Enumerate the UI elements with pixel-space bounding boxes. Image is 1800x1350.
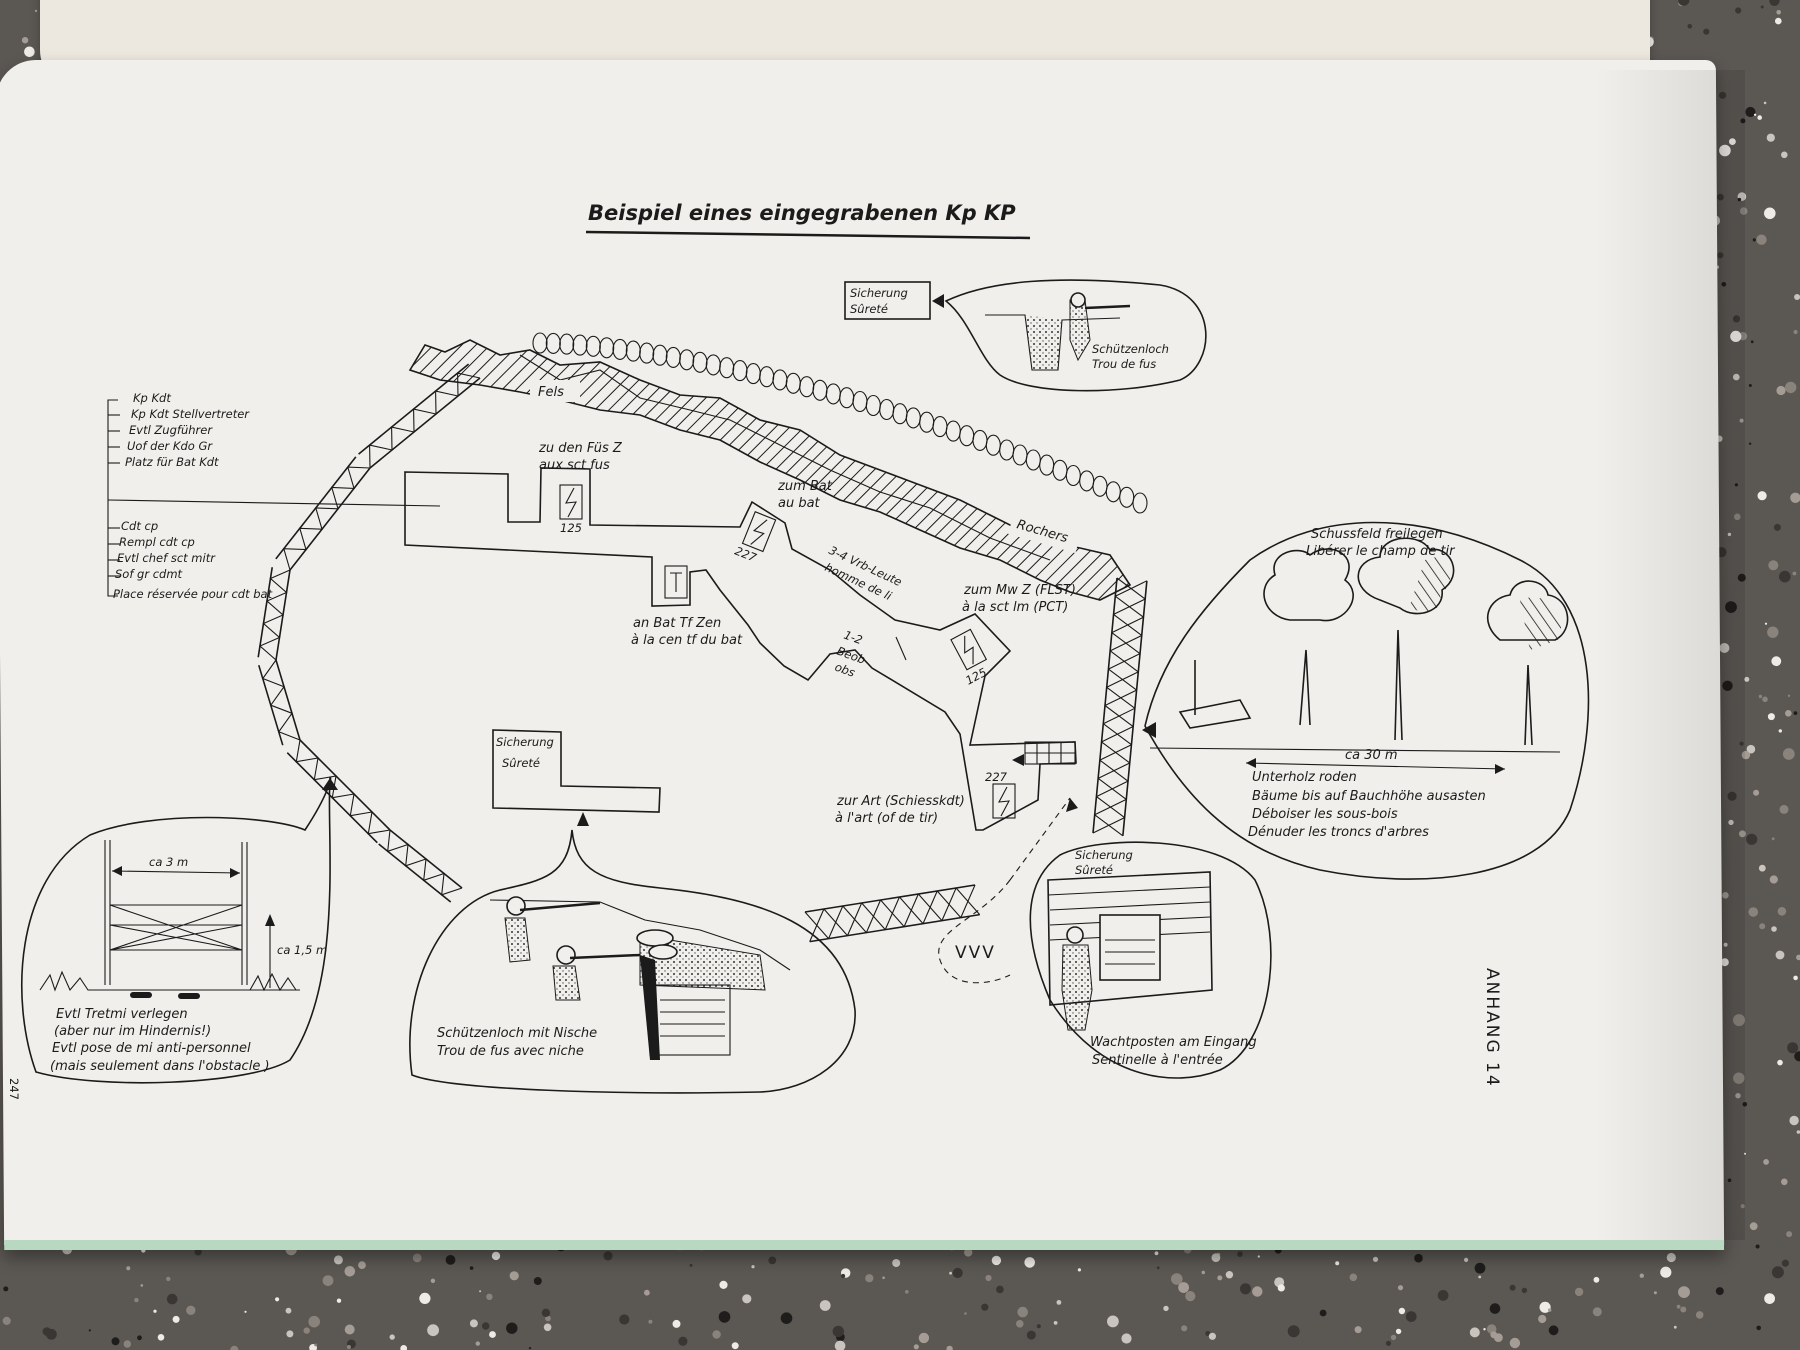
sentry-bubble: Sicherung Sûreté Wachtposten am Eingang … — [1030, 842, 1271, 1078]
wire-obstacle-left — [258, 364, 480, 902]
appendix-label: ANHANG 14 — [1482, 968, 1502, 1088]
svg-text:zum Mw Z (FLST): zum Mw Z (FLST) — [963, 583, 1076, 598]
radio-symbol-125-b: 125 — [946, 629, 995, 687]
svg-text:Sicherung: Sicherung — [850, 286, 908, 300]
top-foxhole-bubble: Schützenloch Trou de fus — [946, 280, 1206, 391]
command-post-labels: zu den Füs Z aux sct fus zum Bat au bat … — [538, 441, 1076, 826]
trees — [1150, 538, 1568, 752]
svg-text:Sicherung: Sicherung — [496, 735, 554, 749]
trench-grid — [1012, 742, 1075, 766]
svg-text:à la sct lm (PCT): à la sct lm (PCT) — [962, 600, 1068, 615]
rock-label-fels: Fels — [538, 385, 564, 400]
foxhole-niche-bubble: Schützenloch mit Nische Trou de fus avec… — [410, 830, 855, 1093]
svg-text:ca 1,5 m: ca 1,5 m — [277, 943, 327, 957]
svg-text:aux sct fus: aux sct fus — [539, 458, 610, 473]
svg-text:Platz für Bat Kdt: Platz für Bat Kdt — [125, 455, 219, 469]
svg-text:Wachtposten am Eingang: Wachtposten am Eingang — [1090, 1035, 1257, 1050]
svg-text:Evtl Zugführer: Evtl Zugführer — [129, 423, 213, 437]
svg-text:(mais seulement dans l'obstacl: (mais seulement dans l'obstacle ) — [50, 1059, 270, 1074]
svg-text:Dénuder les troncs d'arbres: Dénuder les troncs d'arbres — [1248, 825, 1429, 840]
svg-text:à l'art (of de tir): à l'art (of de tir) — [835, 811, 938, 826]
radio-symbol-227-a: 227 — [733, 510, 776, 566]
svg-text:Schützenloch: Schützenloch — [1092, 342, 1169, 356]
svg-text:Schützenloch mit Nische: Schützenloch mit Nische — [437, 1026, 597, 1041]
svg-text:Rempl cdt cp: Rempl cdt cp — [119, 535, 195, 549]
field-of-fire-bubble: Schussfeld freilegen Libérer le champ de… — [1142, 523, 1588, 880]
svg-text:Sûreté: Sûreté — [1075, 863, 1113, 877]
telephone-symbol — [665, 566, 687, 598]
svg-text:1-2: 1-2 — [842, 628, 864, 648]
svg-text:à la cen tf du bat: à la cen tf du bat — [631, 633, 743, 648]
svg-text:ca 3 m: ca 3 m — [149, 855, 188, 869]
svg-text:Evtl chef sct mitr: Evtl chef sct mitr — [117, 551, 216, 565]
page-number: 247 — [7, 1078, 21, 1100]
diagram-title: Beispiel eines eingegrabenen Kp KP — [588, 201, 1016, 225]
zigzag-wire: VVV — [939, 798, 1078, 983]
mines-bubble: ca 3 m ca 1,5 m Evtl Tretmi verlegen (ab… — [22, 778, 338, 1083]
svg-text:125: 125 — [963, 665, 989, 688]
svg-text:227: 227 — [733, 544, 759, 565]
svg-text:Déboiser les sous-bois: Déboiser les sous-bois — [1252, 807, 1398, 822]
radio-symbol-125-a: 125 — [560, 485, 582, 535]
svg-text:Sûreté: Sûreté — [502, 756, 540, 770]
wire-obstacle-right — [1093, 578, 1147, 836]
svg-text:zur Art (Schiesskdt): zur Art (Schiesskdt) — [836, 794, 965, 809]
svg-text:Place réservée pour cdt bat: Place réservée pour cdt bat — [113, 587, 273, 601]
svg-text:au bat: au bat — [778, 496, 821, 511]
wire-obstacle-bottom — [805, 885, 980, 942]
svg-text:Kp Kdt: Kp Kdt — [133, 391, 171, 405]
svg-text:zu den Füs Z: zu den Füs Z — [538, 441, 623, 456]
radio-symbol-227-b: 227 — [985, 770, 1015, 818]
svg-text:Uof der Kdo Gr: Uof der Kdo Gr — [127, 439, 213, 453]
svg-text:Schussfeld freilegen: Schussfeld freilegen — [1311, 527, 1443, 542]
svg-text:Sentinelle à l'entrée: Sentinelle à l'entrée — [1092, 1053, 1223, 1068]
svg-text:an Bat Tf Zen: an Bat Tf Zen — [633, 616, 721, 631]
svg-text:Evtl Tretmi verlegen: Evtl Tretmi verlegen — [56, 1007, 188, 1022]
svg-text:Sûreté: Sûreté — [850, 302, 888, 316]
svg-text:Sicherung: Sicherung — [1075, 848, 1133, 862]
svg-text:Cdt cp: Cdt cp — [121, 519, 158, 533]
svg-text:125: 125 — [560, 521, 582, 535]
svg-text:ca 30 m: ca 30 m — [1345, 748, 1398, 763]
middle-security-box: Sicherung Sûreté — [493, 730, 660, 826]
svg-text:Trou de fus: Trou de fus — [1092, 357, 1156, 371]
svg-text:Trou de fus avec niche: Trou de fus avec niche — [437, 1044, 584, 1059]
top-security-box: Sicherung Sûreté — [845, 282, 944, 319]
svg-text:227: 227 — [985, 770, 1008, 784]
svg-text:Unterholz roden: Unterholz roden — [1252, 770, 1357, 785]
svg-text:Evtl pose de mi anti-personnel: Evtl pose de mi anti-personnel — [52, 1041, 251, 1056]
rock-ridge: Fels Rochers — [410, 340, 1130, 600]
roles-legend: Kp Kdt Kp Kdt Stellvertreter Evtl Zugfüh… — [108, 391, 440, 601]
svg-text:Kp Kdt Stellvertreter: Kp Kdt Stellvertreter — [131, 407, 250, 421]
svg-text:zum Bat: zum Bat — [777, 479, 833, 494]
svg-text:(aber nur im Hindernis!): (aber nur im Hindernis!) — [54, 1024, 211, 1039]
svg-text:Bäume bis auf Bauchhöhe ausast: Bäume bis auf Bauchhöhe ausasten — [1252, 789, 1486, 804]
svg-text:VVV: VVV — [955, 943, 996, 963]
svg-text:Sof gr cdmt: Sof gr cdmt — [115, 567, 183, 581]
